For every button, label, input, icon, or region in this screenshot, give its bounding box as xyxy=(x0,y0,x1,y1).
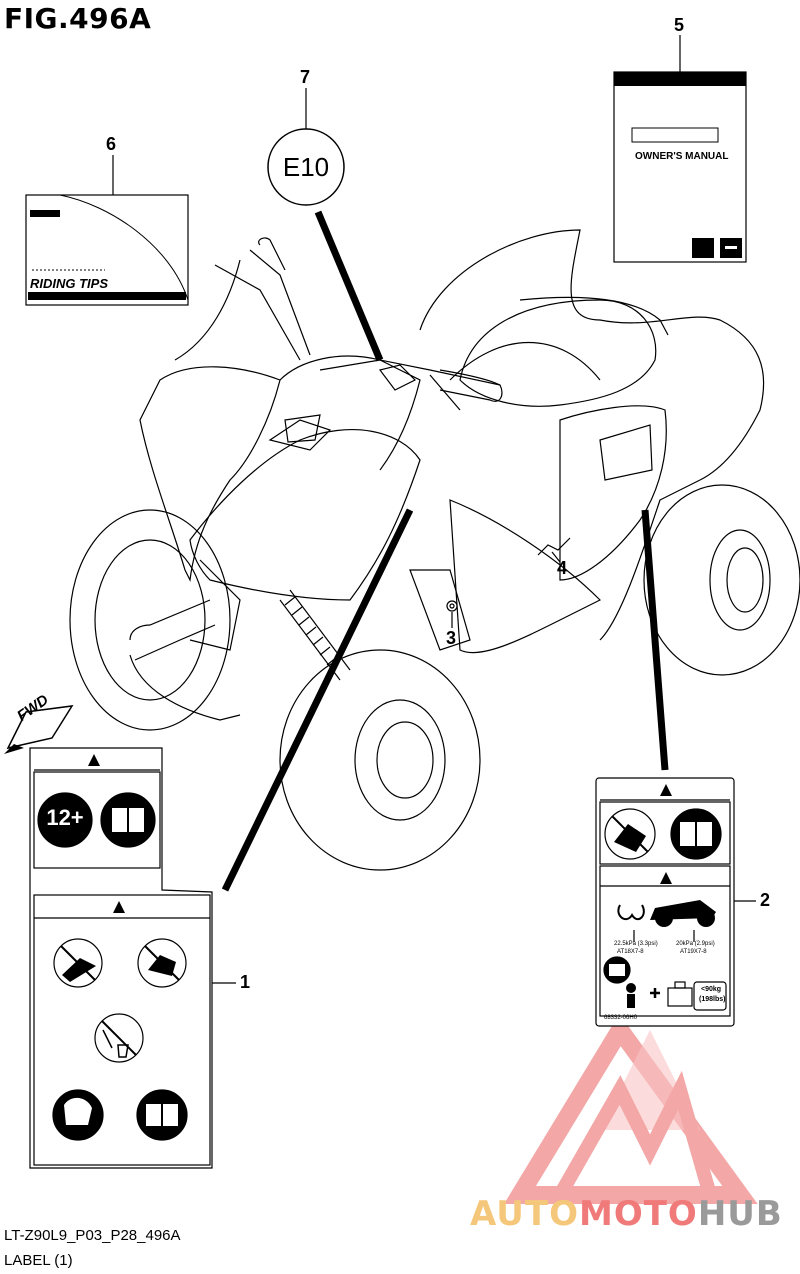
owners-manual-text: OWNER'S MANUAL xyxy=(635,151,729,162)
e10-fuel-label xyxy=(267,128,345,206)
load-kg-text: <90kg xyxy=(701,986,722,993)
leader-lines xyxy=(112,35,756,984)
fwd-arrow-icon xyxy=(4,705,74,754)
pressure-front-text: 22.5kPa (3.3psi) xyxy=(614,941,658,947)
callout-3[interactable]: 3 xyxy=(446,628,457,648)
watermark-logo-icon xyxy=(504,1013,758,1204)
watermark-text: AUTOMOTOHUB xyxy=(470,1194,783,1234)
pressure-rear-text: 20kPa (2.9psi) xyxy=(676,941,715,947)
part-number-text: 68332-06H0 xyxy=(604,1015,638,1021)
callout-1[interactable]: 1 xyxy=(240,972,251,992)
watermark-hub: HUB xyxy=(697,1194,783,1234)
age-warning-text: 12+ xyxy=(46,805,84,830)
load-lbs-text: (198lbs) xyxy=(699,996,726,1003)
warning-label-1 xyxy=(29,747,213,1169)
atv-outline xyxy=(69,229,800,871)
callout-4[interactable]: 4 xyxy=(557,558,568,578)
callout-6[interactable]: 6 xyxy=(106,134,117,154)
callout-2[interactable]: 2 xyxy=(760,890,771,910)
watermark-moto: MOTO xyxy=(578,1194,698,1234)
figure-title: FIG.496A xyxy=(4,2,152,35)
owners-manual-booklet xyxy=(613,71,747,263)
figure-caption: LABEL (1) xyxy=(4,1252,73,1269)
riding-tips-booklet xyxy=(25,194,189,306)
warning-label-2 xyxy=(595,777,735,1027)
figure-code: LT-Z90L9_P03_P28_496A xyxy=(4,1227,181,1244)
tire-front-text: AT18X7-8 xyxy=(617,949,644,955)
callout-7[interactable]: 7 xyxy=(300,67,311,87)
watermark-auto: AUTO xyxy=(470,1194,579,1234)
e10-label-text: E10 xyxy=(282,152,330,182)
tire-rear-text: AT19X7-8 xyxy=(680,949,707,955)
riding-tips-text: RIDING TIPS xyxy=(30,276,109,291)
callout-5[interactable]: 5 xyxy=(674,15,685,35)
